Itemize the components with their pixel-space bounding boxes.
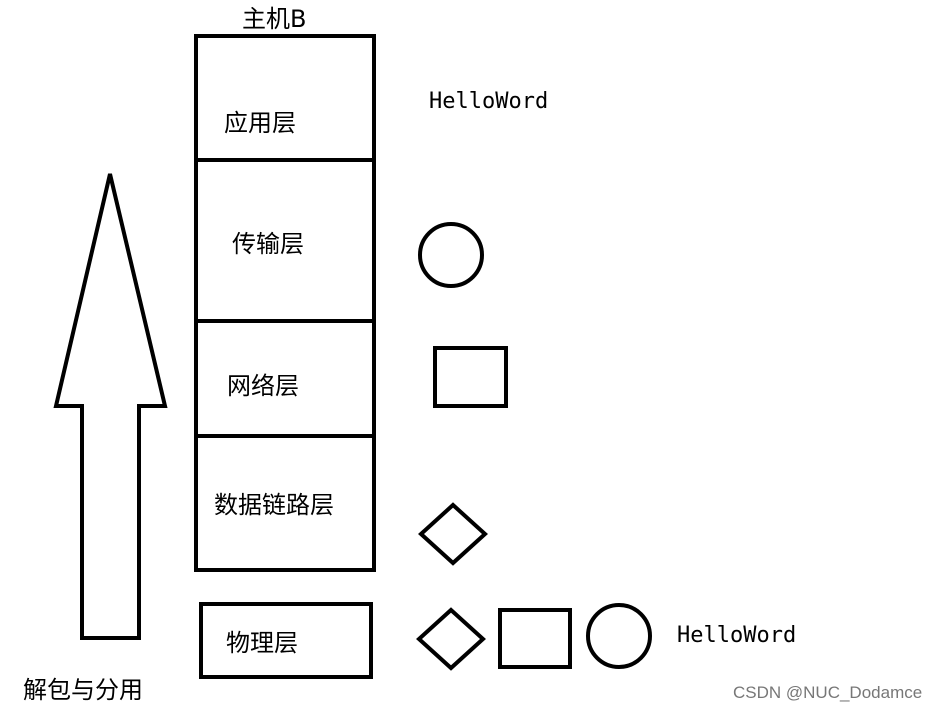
layer-label-application: 应用层 — [224, 109, 296, 137]
network-header-square-icon — [433, 346, 508, 408]
layer-label-datalink: 数据链路层 — [214, 491, 334, 519]
arrow-label: 解包与分用 — [23, 676, 143, 704]
upward-arrow-icon — [53, 173, 168, 640]
layer-box-datalink — [194, 434, 376, 572]
packet-diamond-icon — [416, 607, 486, 671]
physical-data-text: HelloWord — [677, 623, 796, 648]
transport-header-circle-icon — [418, 222, 484, 288]
host-title: 主机B — [242, 5, 306, 33]
layer-box-physical — [199, 602, 373, 679]
physical-layer: 物理层 — [199, 602, 373, 679]
datalink-header-diamond-icon — [418, 502, 488, 566]
layer-label-physical: 物理层 — [226, 629, 298, 657]
packet-circle-icon — [586, 603, 652, 669]
layer-label-transport: 传输层 — [232, 230, 304, 258]
packet-square-icon — [498, 608, 572, 669]
layer-box-application — [194, 34, 376, 162]
physical-packet: HelloWord — [416, 603, 796, 671]
watermark: CSDN @NUC_Dodamce — [733, 683, 922, 702]
layer-stack: 应用层 传输层 网络层 数据链路层 — [194, 34, 376, 572]
layer-label-network: 网络层 — [227, 372, 299, 400]
app-data-text: HelloWord — [429, 89, 548, 114]
